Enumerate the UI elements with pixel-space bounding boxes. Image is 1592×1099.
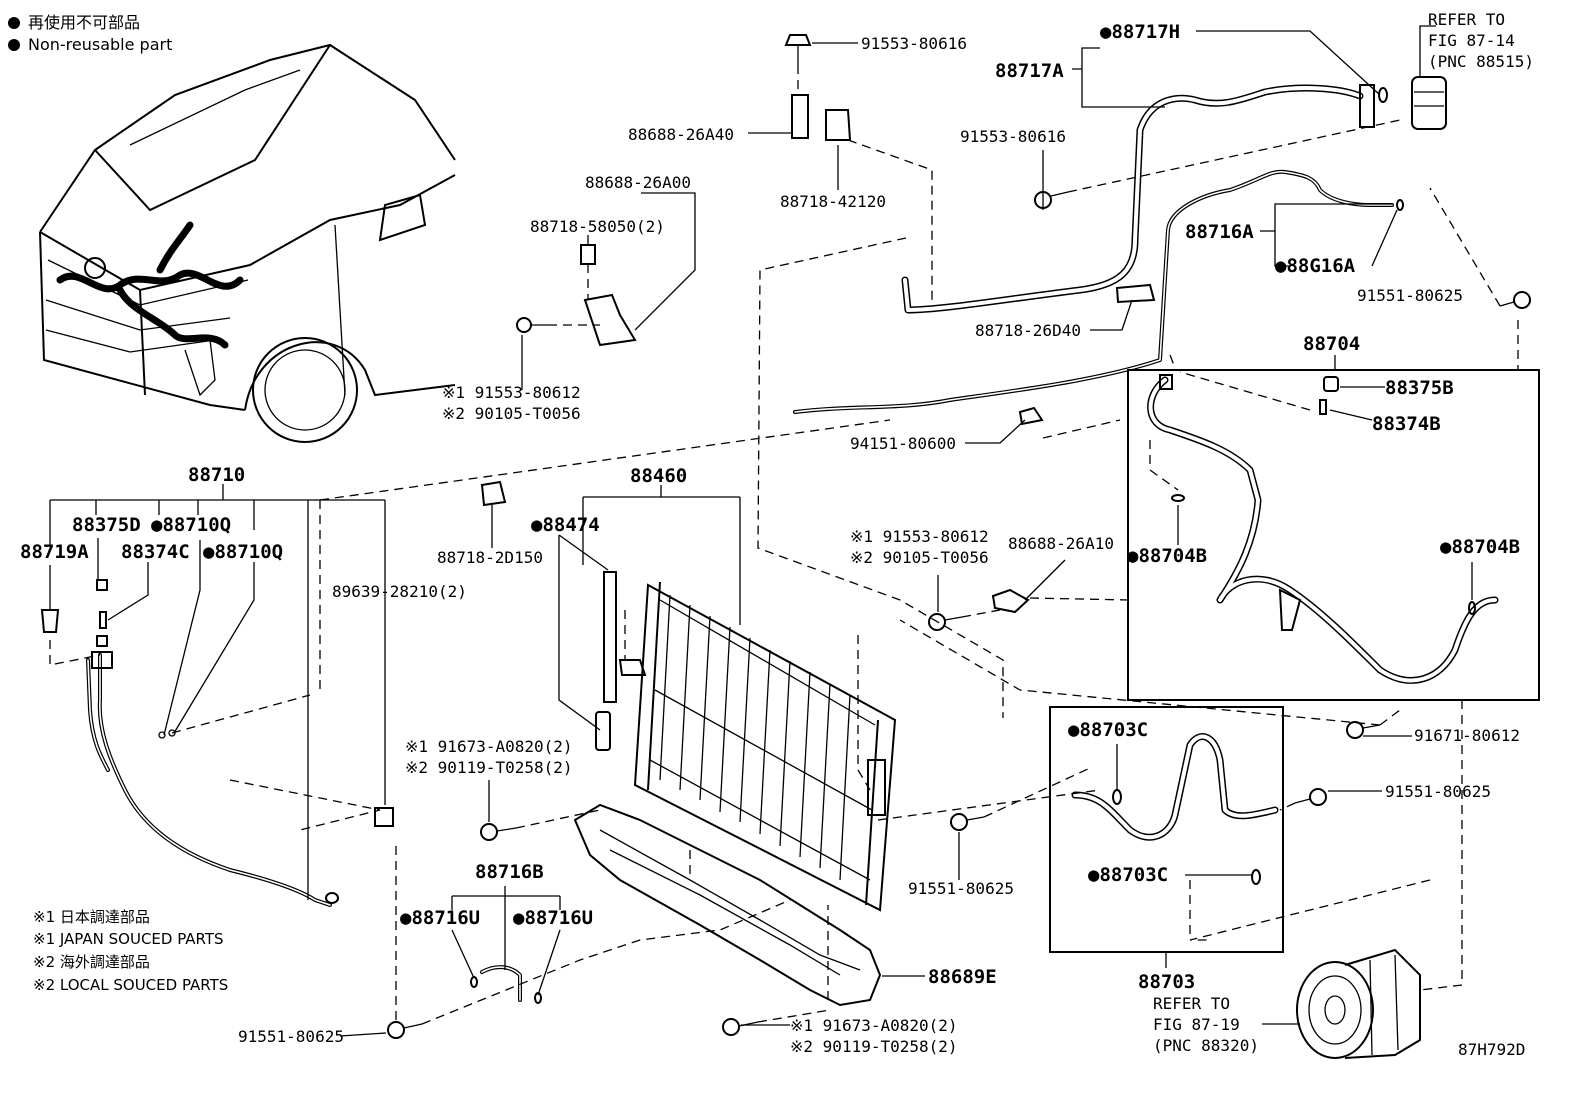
label-88710q-b: ●88710Q xyxy=(203,541,283,563)
label-90105-t0056-a: ※2 90105-T0056 xyxy=(442,404,581,423)
note-2-en: ※2 LOCAL SOUCED PARTS xyxy=(33,976,228,994)
pipe-88710 xyxy=(40,579,394,907)
label-91553-80612-b: ※1 91553-80612 xyxy=(850,527,989,546)
small-parts xyxy=(387,34,1531,1039)
label-88703: 88703 xyxy=(1138,971,1195,993)
figure-id: 87H792D xyxy=(1458,1040,1525,1059)
label-88688-26a00: 88688-26A00 xyxy=(585,173,691,192)
label-91553-80616-top: 91553-80616 xyxy=(861,34,967,53)
label-91551-80625-c: 91551-80625 xyxy=(1385,782,1491,801)
compressor-88320 xyxy=(1296,948,1421,1059)
label-91673-a0820-a: ※1 91673-A0820(2) xyxy=(405,737,573,756)
label-88710: 88710 xyxy=(188,464,245,486)
vehicle-sketch xyxy=(39,43,456,443)
label-91551-80625-r: 91551-80625 xyxy=(1357,286,1463,305)
label-91673-a0820-b: ※1 91673-A0820(2) xyxy=(790,1016,958,1035)
label-88717a: 88717A xyxy=(995,60,1064,82)
label-88703c-b: ●88703C xyxy=(1088,864,1168,886)
reference-fig-87-19: REFER TO FIG 87-19 (PNC 88320) xyxy=(1153,994,1259,1055)
label-88717h: ●88717H xyxy=(1100,21,1180,43)
note-1-jp: ※1 日本調達部品 xyxy=(33,908,150,926)
label-88716a: 88716A xyxy=(1185,221,1254,243)
pipe-88716a xyxy=(793,169,1404,414)
label-88703c-a: ●88703C xyxy=(1068,719,1148,741)
note-1-en: ※1 JAPAN SOUCED PARTS xyxy=(33,930,224,948)
legend-japanese: 再使用不可部品 xyxy=(8,9,140,33)
label-88719a: 88719A xyxy=(20,541,89,563)
non-reusable-dot-icon xyxy=(8,39,20,51)
condenser-fins xyxy=(659,594,851,881)
leader-lines xyxy=(49,25,1473,1037)
assembly-dashed-lines xyxy=(49,65,1519,1025)
label-88716u-b: ●88716U xyxy=(513,907,593,929)
non-reusable-dot-icon xyxy=(8,17,20,29)
ref-8719-line3: (PNC 88320) xyxy=(1153,1036,1259,1055)
label-88460: 88460 xyxy=(630,465,687,487)
ref-8719-line2: FIG 87-19 xyxy=(1153,1015,1240,1034)
label-88716b: 88716B xyxy=(475,861,544,883)
legend-english: Non-reusable part xyxy=(8,35,172,54)
label-91671-80612: 91671-80612 xyxy=(1414,726,1520,745)
label-88688-26a10: 88688-26A10 xyxy=(1008,534,1114,553)
label-91553-80612-a: ※1 91553-80612 xyxy=(442,383,581,402)
reference-fig-87-14: REFER TO FIG 87-14 (PNC 88515) xyxy=(1428,10,1534,71)
footnotes: ※1 日本調達部品 ※1 JAPAN SOUCED PARTS ※2 海外調達部… xyxy=(33,908,228,994)
legend-jp-text: 再使用不可部品 xyxy=(28,13,141,32)
hose-88704 xyxy=(1127,369,1540,701)
ref-8714-line1: REFER TO xyxy=(1428,10,1505,29)
label-91553-80616-mid: 91553-80616 xyxy=(960,127,1066,146)
label-88718-2d150: 88718-2D150 xyxy=(437,548,543,567)
label-88704b-b: ●88704B xyxy=(1440,536,1520,558)
part-labels: 91553-80616 88688-26A40 88718-42120 8868… xyxy=(20,21,1520,1056)
label-94151-80600: 94151-80600 xyxy=(850,434,956,453)
pipe-88716b xyxy=(470,965,542,1004)
label-88375d: 88375D xyxy=(72,514,141,536)
ref-8719-line1: REFER TO xyxy=(1153,994,1230,1013)
label-88716u-a: ●88716U xyxy=(400,907,480,929)
label-89639-28210: 89639-28210(2) xyxy=(332,582,467,601)
support-88689e xyxy=(573,803,882,1007)
label-88374c: 88374C xyxy=(121,541,190,563)
label-88688-26a40: 88688-26A40 xyxy=(628,125,734,144)
receiver-dryer-88515 xyxy=(1411,76,1447,130)
label-88375b: 88375B xyxy=(1385,377,1454,399)
label-90119-t0258-b: ※2 90119-T0258(2) xyxy=(790,1037,958,1056)
label-88g16a: ●88G16A xyxy=(1275,255,1356,277)
label-91551-80625-bl: 91551-80625 xyxy=(238,1027,344,1046)
ref-8714-line2: FIG 87-14 xyxy=(1428,31,1515,50)
condenser-88460 xyxy=(595,571,897,912)
label-88704b-a: ●88704B xyxy=(1127,545,1207,567)
label-88718-42120: 88718-42120 xyxy=(780,192,886,211)
label-88718-58050: 88718-58050(2) xyxy=(530,217,665,236)
label-88474: ●88474 xyxy=(531,514,600,536)
label-91551-80625-m: 91551-80625 xyxy=(908,879,1014,898)
note-2-jp: ※2 海外調達部品 xyxy=(33,953,150,971)
legend-en-text: Non-reusable part xyxy=(28,35,173,54)
label-88718-26d40: 88718-26D40 xyxy=(975,321,1081,340)
label-88374b: 88374B xyxy=(1372,413,1441,435)
label-90105-t0056-b: ※2 90105-T0056 xyxy=(850,548,989,567)
label-90119-t0258-a: ※2 90119-T0258(2) xyxy=(405,758,573,777)
label-88710q-a: ●88710Q xyxy=(151,514,231,536)
label-88689e: 88689E xyxy=(928,966,997,988)
ref-8714-line3: (PNC 88515) xyxy=(1428,52,1534,71)
label-88704: 88704 xyxy=(1303,333,1360,355)
hose-88703 xyxy=(1049,706,1284,953)
